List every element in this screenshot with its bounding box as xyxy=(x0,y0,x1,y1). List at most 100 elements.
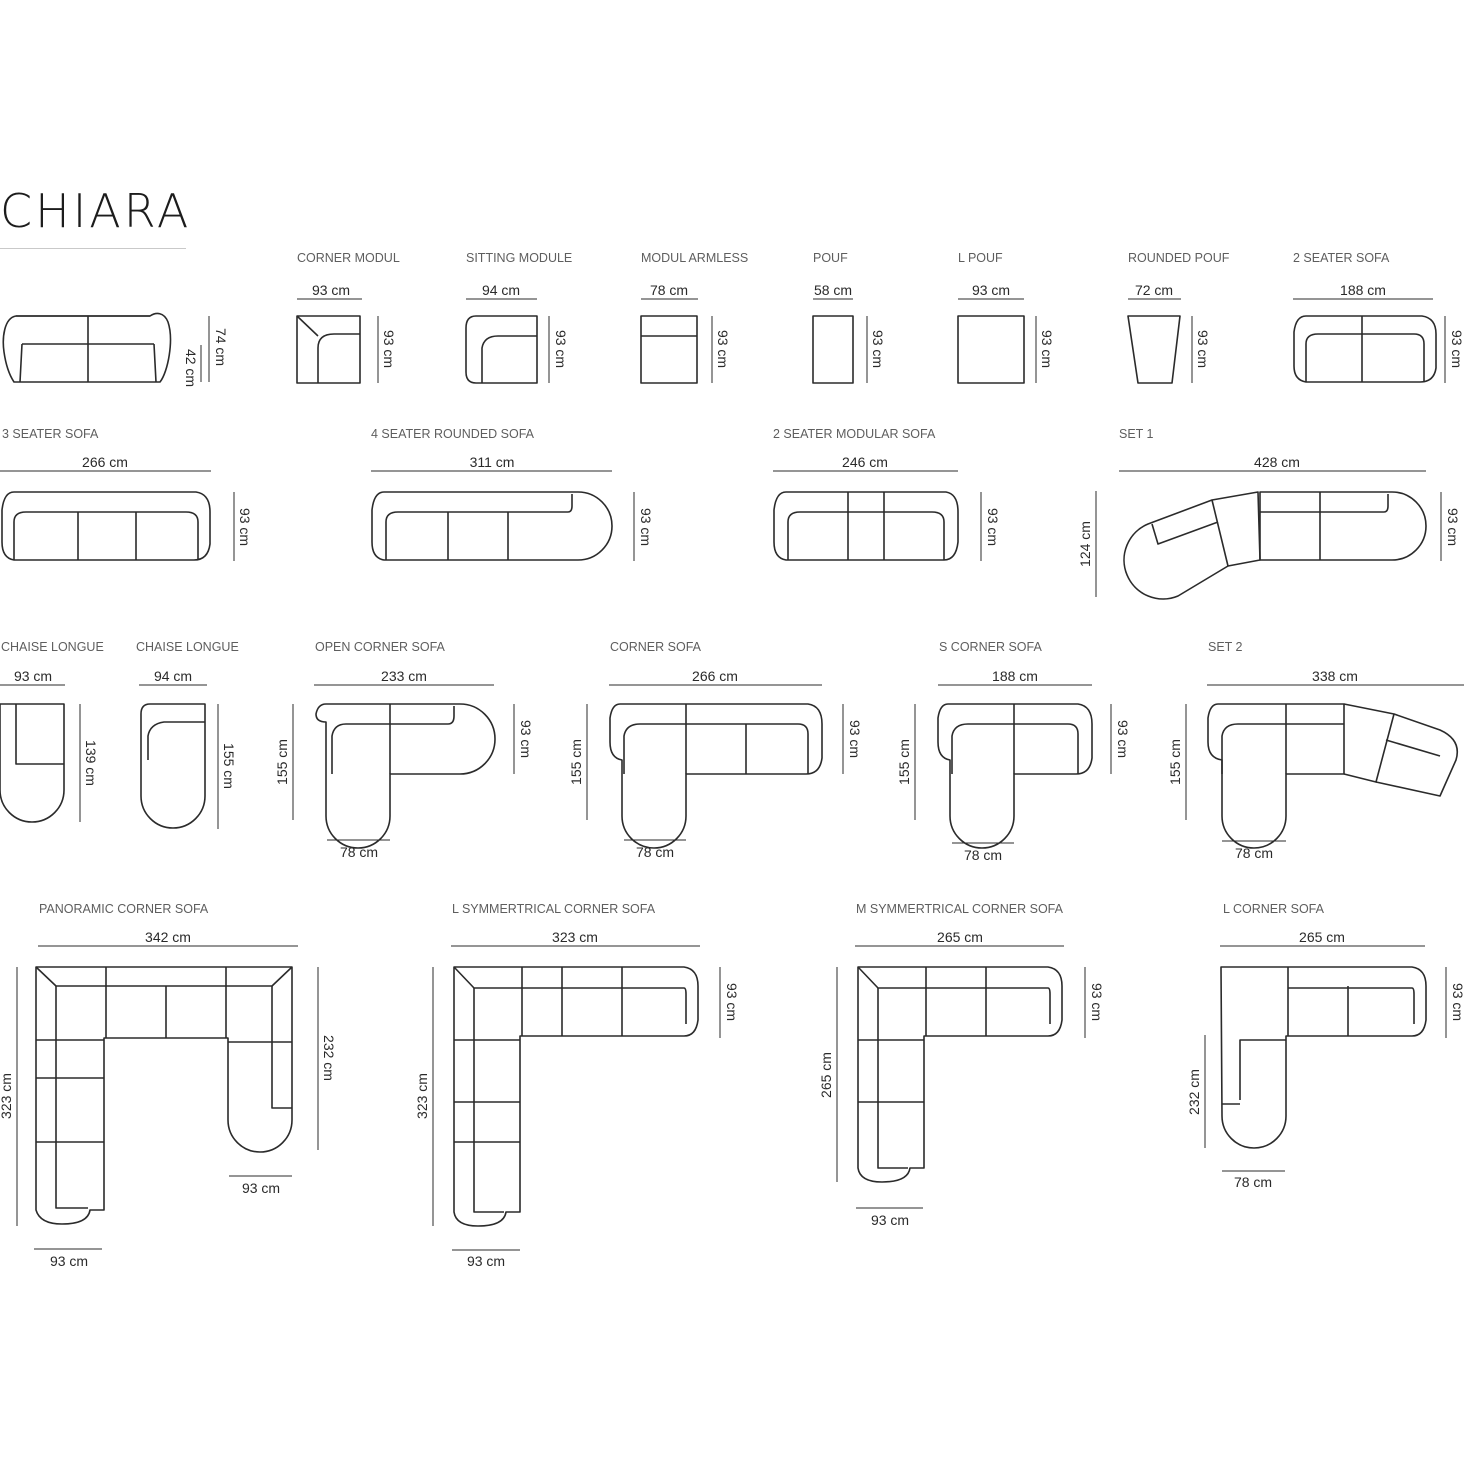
chaise-longue-a-drawing xyxy=(0,703,65,823)
chaise-width-dim: 78 cm xyxy=(1235,845,1273,861)
chaise-width-dim: 78 cm xyxy=(1234,1174,1272,1190)
product-l-symmetrical-corner-sofa: L SYMMERTRICAL CORNER SOFA 323 cm 323 cm… xyxy=(414,902,740,1269)
left-chaise-width-dim: 93 cm xyxy=(50,1253,88,1269)
corner-sofa-drawing xyxy=(609,703,823,849)
depth-dim: 93 cm xyxy=(1449,330,1464,368)
product-label: S CORNER SOFA xyxy=(939,640,1042,654)
panoramic-corner-sofa-drawing xyxy=(35,966,293,1225)
product-label: L SYMMERTRICAL CORNER SOFA xyxy=(452,902,656,916)
product-label: SET 2 xyxy=(1208,640,1243,654)
width-dim: 342 cm xyxy=(145,929,191,945)
width-dim: 265 cm xyxy=(937,929,983,945)
product-label: 3 SEATER SOFA xyxy=(2,427,99,441)
depth-dim: 93 cm xyxy=(237,508,253,546)
front-view: 74 cm 42 cm xyxy=(2,312,229,387)
width-dim: 323 cm xyxy=(552,929,598,945)
product-label: CHAISE LONGUE xyxy=(136,640,239,654)
width-dim: 428 cm xyxy=(1254,454,1300,470)
2-seater-sofa-drawing xyxy=(1293,315,1437,383)
width-dim: 188 cm xyxy=(1340,282,1386,298)
width-dim: 72 cm xyxy=(1135,282,1173,298)
rounded-pouf-drawing xyxy=(1127,315,1181,384)
width-dim: 58 cm xyxy=(814,282,852,298)
width-dim: 246 cm xyxy=(842,454,888,470)
product-panoramic-corner-sofa: PANORAMIC CORNER SOFA 342 cm 323 cm 232 … xyxy=(0,902,337,1269)
chaise-width-dim: 93 cm xyxy=(871,1212,909,1228)
set-1-drawing xyxy=(1123,491,1427,600)
width-dim: 338 cm xyxy=(1312,668,1358,684)
modul-armless-drawing xyxy=(640,315,698,384)
chaise-width-dim: 78 cm xyxy=(340,844,378,860)
l-corner-sofa-drawing xyxy=(1220,966,1427,1149)
product-label: CORNER SOFA xyxy=(610,640,702,654)
depth-dim: 155 cm xyxy=(568,739,584,785)
product-modul-armless: MODUL ARMLESS 78 cm 93 cm xyxy=(640,251,748,384)
width-dim: 311 cm xyxy=(470,454,515,470)
depth-dim: 155 cm xyxy=(896,739,912,785)
product-corner-sofa: CORNER SOFA 266 cm 155 cm 93 cm 78 cm xyxy=(568,640,863,860)
product-sitting-module: SITTING MODULE 94 cm 93 cm xyxy=(465,251,572,384)
pouf-drawing xyxy=(812,315,854,384)
chaise-width-dim: 93 cm xyxy=(467,1253,505,1269)
depth-dim: 93 cm xyxy=(1039,330,1055,368)
width-dim: 78 cm xyxy=(650,282,688,298)
product-open-corner-sofa: OPEN CORNER SOFA 233 cm 155 cm 93 cm 78 … xyxy=(274,640,534,860)
right-depth-dim: 232 cm xyxy=(321,1035,337,1081)
3-seater-sofa-drawing xyxy=(1,491,211,561)
4-seater-rounded-sofa-drawing xyxy=(371,491,613,561)
depth-dim: 93 cm xyxy=(985,508,1001,546)
product-label: PANORAMIC CORNER SOFA xyxy=(39,902,209,916)
2-seater-modular-sofa-drawing xyxy=(773,491,959,561)
width-dim: 233 cm xyxy=(381,668,427,684)
product-pouf: POUF 58 cm 93 cm xyxy=(812,251,886,384)
right-chaise-width-dim: 93 cm xyxy=(242,1180,280,1196)
product-2-seater-modular-sofa: 2 SEATER MODULAR SOFA 246 cm 93 cm xyxy=(773,427,1001,561)
s-corner-sofa-drawing xyxy=(937,703,1093,849)
product-label: SITTING MODULE xyxy=(466,251,572,265)
depth-dim: 323 cm xyxy=(414,1073,430,1119)
seat-depth-dim: 93 cm xyxy=(847,720,863,758)
length-dim: 155 cm xyxy=(221,743,237,789)
width-dim: 188 cm xyxy=(992,668,1038,684)
m-symmetrical-corner-sofa-drawing xyxy=(857,966,1063,1183)
product-set-1: SET 1 428 cm 124 cm 93 cm xyxy=(1077,427,1461,600)
product-label: CHAISE LONGUE xyxy=(1,640,104,654)
depth-dim: 232 cm xyxy=(1186,1069,1202,1115)
product-label: L POUF xyxy=(958,251,1003,265)
width-dim: 93 cm xyxy=(312,282,350,298)
product-set-2: SET 2 338 cm 155 cm 78 cm xyxy=(1167,640,1464,861)
product-corner-modul: CORNER MODUL 93 cm 93 cm xyxy=(296,251,400,384)
brand-title: CHIARA xyxy=(0,184,192,238)
front-view-drawing xyxy=(2,312,172,383)
width-dim: 265 cm xyxy=(1299,929,1345,945)
product-3-seater-sofa: 3 SEATER SOFA 266 cm 93 cm xyxy=(0,427,253,561)
product-chaise-longue-a: CHAISE LONGUE 93 cm 139 cm xyxy=(0,640,104,823)
width-dim: 266 cm xyxy=(82,454,128,470)
product-label: ROUNDED POUF xyxy=(1128,251,1230,265)
depth-dim: 93 cm xyxy=(381,330,397,368)
product-label: L CORNER SOFA xyxy=(1223,902,1325,916)
width-dim: 94 cm xyxy=(154,668,192,684)
depth-dim: 93 cm xyxy=(1195,330,1211,368)
product-label: MODUL ARMLESS xyxy=(641,251,748,265)
chaise-width-dim: 78 cm xyxy=(964,847,1002,863)
seat-depth-dim: 93 cm xyxy=(1089,983,1105,1021)
title-underline xyxy=(0,248,186,249)
width-dim: 93 cm xyxy=(14,668,52,684)
depth-dim: 323 cm xyxy=(0,1073,14,1119)
depth-dim: 93 cm xyxy=(553,330,569,368)
product-4-seater-rounded-sofa: 4 SEATER ROUNDED SOFA 311 cm 93 cm xyxy=(371,427,654,561)
product-l-pouf: L POUF 93 cm 93 cm xyxy=(957,251,1055,384)
width-dim: 94 cm xyxy=(482,282,520,298)
l-pouf-drawing xyxy=(957,315,1025,384)
depth-dim: 124 cm xyxy=(1077,521,1093,567)
depth-dim: 93 cm xyxy=(715,330,731,368)
product-rounded-pouf: ROUNDED POUF 72 cm 93 cm xyxy=(1127,251,1230,384)
width-dim: 93 cm xyxy=(972,282,1010,298)
product-label: POUF xyxy=(813,251,848,265)
chaise-width-dim: 78 cm xyxy=(636,844,674,860)
seat-depth-dim: 93 cm xyxy=(518,720,534,758)
module-depth-dim: 93 cm xyxy=(1445,508,1461,546)
product-label: OPEN CORNER SOFA xyxy=(315,640,446,654)
